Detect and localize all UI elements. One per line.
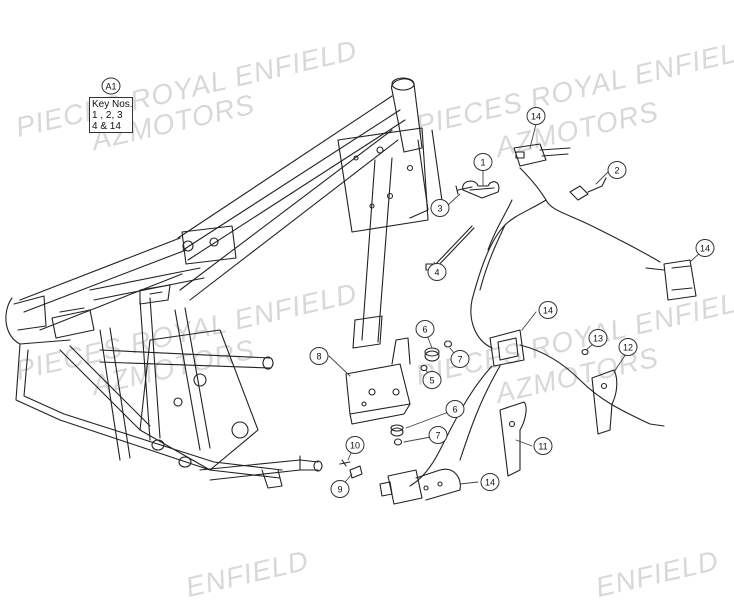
key-numbers-box: Key Nos. 1 , 2, 3 4 & 14: [89, 97, 133, 133]
key-title: Key Nos.: [92, 99, 133, 110]
part-14-harness: [379, 143, 697, 505]
frame-assembly: [5, 77, 445, 489]
part-8-bracket: [345, 337, 411, 425]
part-1-clip: [462, 180, 500, 199]
leader-lines: [328, 123, 704, 489]
part-4-cable-tie: [425, 225, 475, 271]
part-2-connector: [569, 177, 607, 201]
key-line-2: 1 , 2, 3: [92, 110, 123, 121]
part-11-bracket: [499, 401, 527, 477]
part-3-screw: [455, 185, 473, 195]
fasteners: [390, 340, 589, 446]
part-12-bracket: [591, 369, 618, 435]
key-line-3: 4 & 14: [92, 121, 121, 132]
